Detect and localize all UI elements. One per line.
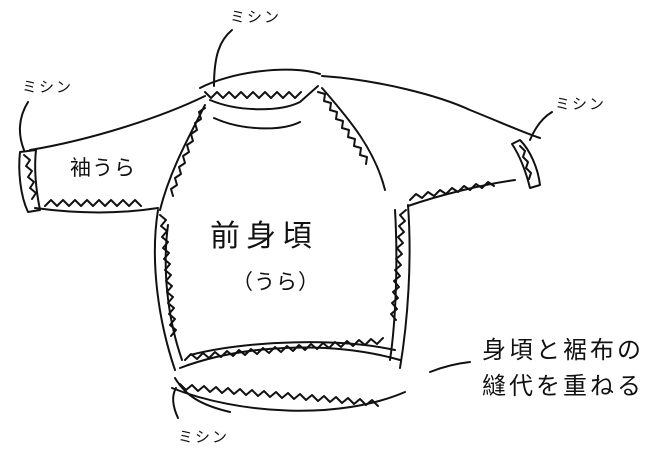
left-body-side [153,209,176,371]
zigzag-hem-top [184,337,384,361]
zigzag-left-sleeve [44,199,142,207]
label-machine-hem: ミシン [178,428,230,446]
label-note-line2: 縫代を重ねる [482,372,644,400]
left-sleeve-bottom [34,207,159,214]
hem-outer [174,377,231,413]
hem-band-line [189,341,396,356]
label-machine-neck: ミシン [230,8,282,26]
label-reverse-side: （うら） [232,270,320,294]
neckline-outer [199,68,321,89]
zigzag-left-side [159,214,177,337]
label-machine-left-sleeve: ミシン [22,78,74,96]
left-cuff [18,149,41,213]
leader-neck [213,29,233,87]
right-sleeve-bottom [407,179,516,207]
leader-hem [172,387,179,419]
right-raglan-seam [321,87,386,191]
label-front-body: 前身頃 [210,219,318,254]
leader-right-sleeve [529,111,553,141]
left-sleeve-top [29,95,206,151]
leader-note [429,361,471,373]
right-sleeve-top [321,75,541,139]
zigzag-left-raglan [170,107,206,197]
right-body-side [399,204,411,369]
zigzag-left-cuff [23,154,37,200]
hem-bottom [171,387,406,412]
label-machine-right-sleeve: ミシン [555,95,607,113]
right-body-side-inner [389,209,398,361]
zigzag-right-cuff [519,145,532,180]
zigzag-right-side [390,209,407,321]
neckline-rib [213,117,301,130]
zigzag-neck [204,91,302,99]
zigzag-right-raglan [317,91,368,165]
neckline-inner [209,85,319,111]
label-note-line1: 身頃と裾布の [482,336,644,364]
right-cuff [511,139,541,189]
label-sleeve-back: 袖うら [70,156,136,180]
leader-left-sleeve [18,101,29,151]
zigzag-right-sleeve [409,181,495,201]
zigzag-hem-bottom [179,383,379,407]
